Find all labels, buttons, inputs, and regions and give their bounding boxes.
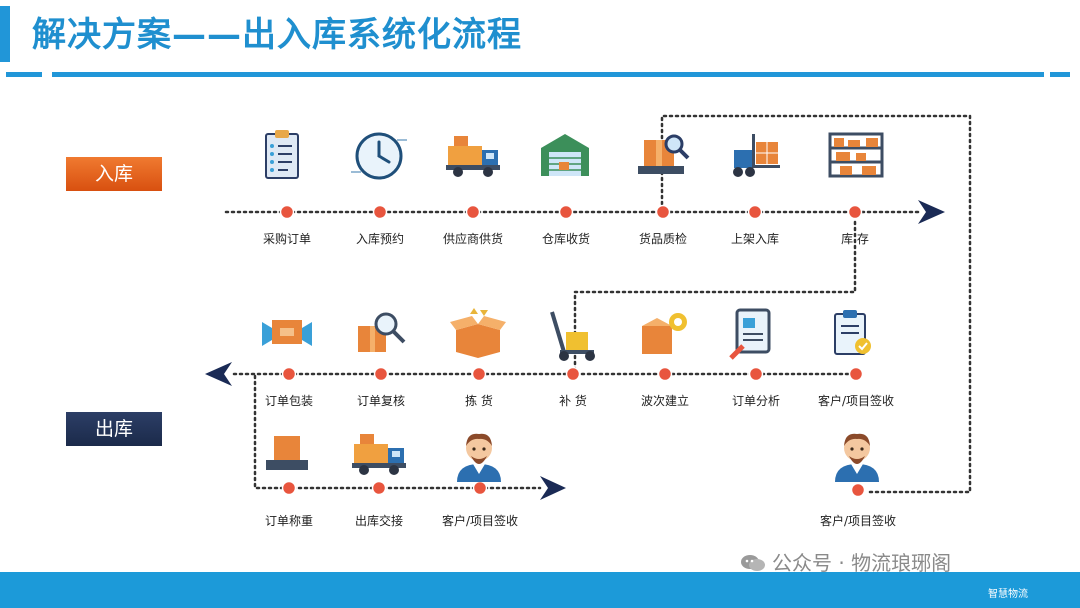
storage-shelf-icon (826, 128, 884, 188)
clipboard-checklist-icon (258, 128, 316, 188)
flow-step-dot (748, 366, 764, 382)
scale-icon (260, 426, 318, 486)
step-label: 采购订单 (262, 232, 312, 246)
step-label: 入库预约 (355, 232, 405, 246)
customer-avatar-icon (451, 426, 509, 486)
flow-step-dot (655, 204, 671, 220)
document-analysis-icon (727, 308, 785, 368)
flow-step-dot (471, 366, 487, 382)
clipboard-sign-icon (827, 308, 885, 368)
footer-bar (0, 572, 1080, 608)
flow-step-dot (847, 204, 863, 220)
package-magnifier-icon (352, 308, 410, 368)
clock-icon (351, 128, 409, 188)
inbound-badge: 入库 (66, 157, 162, 191)
step-label: 拣 货 (465, 394, 493, 408)
flow-step-dot (372, 204, 388, 220)
title-rule-left (6, 72, 42, 77)
flow-step-dot (565, 366, 581, 382)
box-gear-icon (636, 308, 694, 368)
flow-step-dot (465, 204, 481, 220)
step-label: 出库交接 (354, 514, 404, 528)
return-flow-line (660, 114, 972, 494)
title-rule-right (1050, 72, 1070, 77)
title-rule (52, 72, 1044, 77)
lower-arrowhead (540, 476, 566, 500)
step-label: 货品质检 (638, 232, 688, 246)
hand-truck-icon (544, 308, 602, 368)
flow-step-dot (747, 204, 763, 220)
step-label: 客户/项目签收 (441, 514, 519, 528)
outbound-lower-line (253, 374, 542, 490)
package-wrap-icon (260, 308, 318, 368)
step-label: 客户/项目签收 (819, 514, 897, 528)
wechat-icon (741, 555, 765, 571)
flow-step-dot (657, 366, 673, 382)
flow-step-dot (371, 480, 387, 496)
step-label: 订单分析 (731, 394, 781, 408)
outbound-arrowhead (205, 362, 232, 386)
step-label: 订单称重 (264, 514, 314, 528)
package-inspection-icon (634, 128, 692, 188)
step-label: 订单包装 (264, 394, 314, 408)
warehouse-icon (537, 128, 595, 188)
flow-step-dot (848, 366, 864, 382)
step-label: 波次建立 (640, 394, 690, 408)
step-label: 客户/项目签收 (817, 394, 895, 408)
step-label: 上架入库 (730, 232, 780, 246)
flow-step-dot (281, 480, 297, 496)
page-title: 解决方案——出入库系统化流程 (32, 15, 522, 55)
brand-label: 智慧物流 (988, 589, 1028, 600)
flow-step-dot (850, 482, 866, 498)
watermark-text: 公众号 · 物流琅琊阁 (772, 551, 952, 575)
outbound-badge: 出库 (66, 412, 162, 446)
step-label: 补 货 (559, 394, 587, 408)
step-label: 订单复核 (356, 394, 406, 408)
flow-step-dot (281, 366, 297, 382)
step-label: 仓库收货 (541, 232, 591, 246)
customer-avatar-icon (829, 426, 887, 486)
open-box-icon (450, 308, 508, 368)
title-accent-bar (0, 6, 10, 62)
watermark: 公众号 · 物流琅琊阁 (740, 547, 951, 576)
step-label: 供应商供货 (442, 232, 504, 246)
delivery-truck-icon (444, 128, 502, 188)
flow-step-dot (279, 204, 295, 220)
delivery-truck-icon (350, 426, 408, 486)
step-label: 库 存 (841, 232, 869, 246)
flow-step-dot (558, 204, 574, 220)
inbound-arrowhead (918, 200, 945, 224)
flow-step-dot (373, 366, 389, 382)
forklift-icon (726, 128, 784, 188)
transfer-flow-line (573, 220, 857, 374)
